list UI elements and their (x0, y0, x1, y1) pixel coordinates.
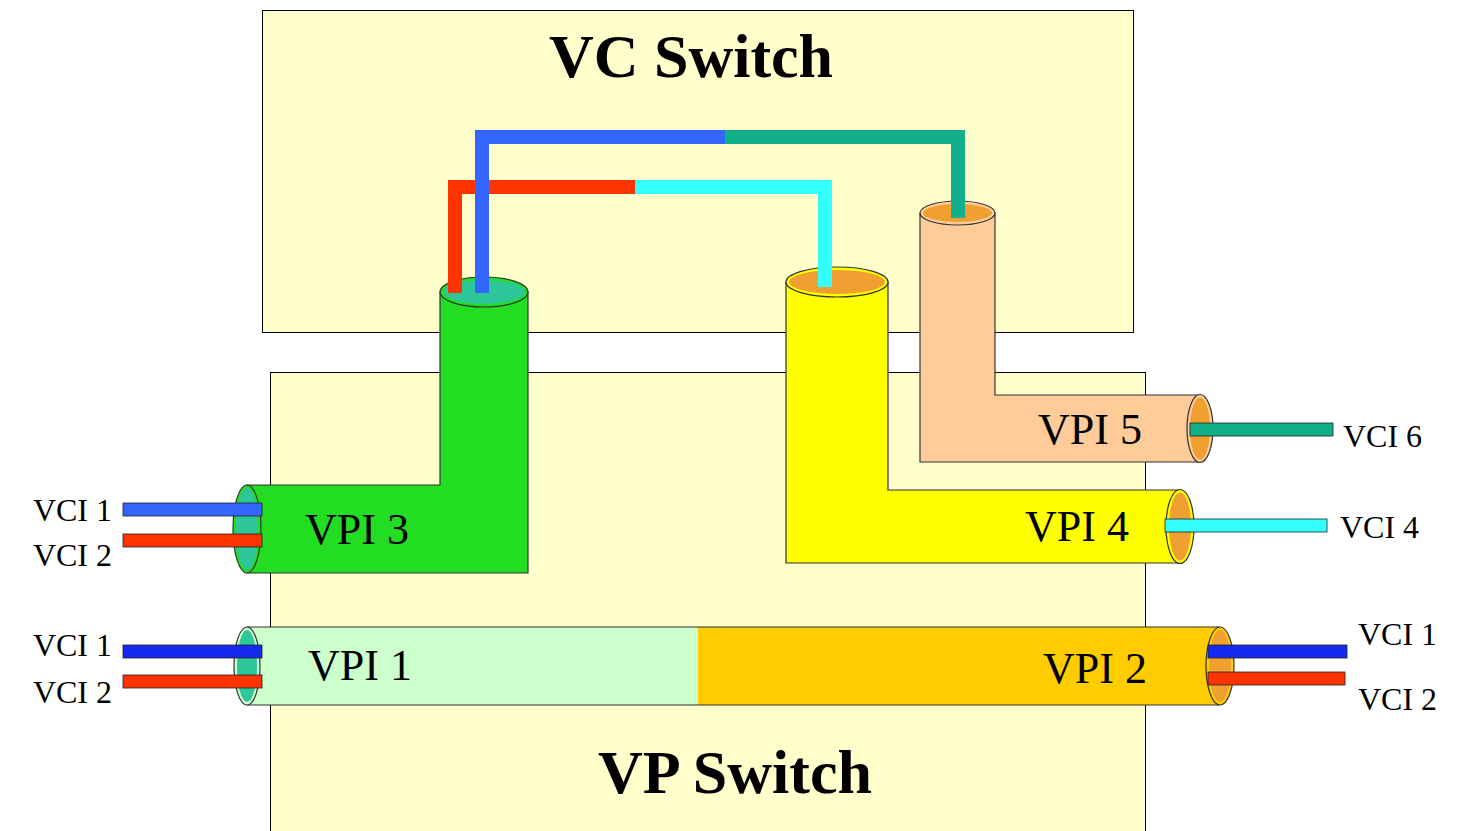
tube-opening (1169, 493, 1191, 561)
virtual-path-tube: VPI 5 (918, 199, 1215, 465)
vc-switch-box: VC Switch (262, 10, 1134, 333)
tube-edge (698, 704, 1220, 705)
vci-label: VCI 2 (1358, 681, 1437, 718)
vc-stub (1208, 645, 1347, 658)
tube-opening (1190, 398, 1210, 460)
tube-body (786, 282, 1180, 563)
tube-rim (1166, 490, 1194, 564)
vci-label: VCI 2 (33, 537, 112, 574)
channel-segment (482, 137, 725, 293)
vc-stub (123, 675, 262, 688)
vpi-label: VPI 1 (308, 641, 412, 692)
vci-label: VCI 4 (1340, 509, 1419, 546)
vc-stub (123, 534, 262, 547)
vc-stub (1190, 423, 1333, 436)
virtual-path-tube: VPI 3 (231, 275, 530, 575)
tube-rim (786, 267, 888, 297)
virtual-channel-link (455, 187, 825, 293)
vci-label: VCI 1 (33, 627, 112, 664)
vc-stub (123, 503, 262, 516)
tube-opening (237, 630, 257, 702)
tube-body (698, 627, 1220, 705)
tube-rim (920, 201, 995, 225)
vci-label: VCI 2 (33, 674, 112, 711)
virtual-path-tube: VPI 1 (232, 625, 700, 707)
tube-opening (236, 488, 258, 570)
vci-label: VCI 1 (33, 492, 112, 529)
tube-outline (232, 625, 700, 707)
tube-opening (1209, 630, 1231, 702)
tube-outline (696, 625, 1236, 707)
vc-stub (1165, 519, 1327, 532)
vci-label: VCI 1 (1358, 616, 1437, 653)
tube-edge (247, 626, 698, 627)
tube-rim (1187, 395, 1213, 463)
tube-rim (1206, 627, 1234, 705)
switch-title: VP Switch (598, 737, 872, 808)
vpi-label: VPI 2 (1043, 644, 1147, 695)
tube-opening (443, 280, 525, 304)
vci-label: VCI 6 (1343, 418, 1422, 455)
channel-segment (635, 187, 825, 287)
tube-edge (698, 626, 1220, 627)
vpi-label: VPI 4 (1025, 502, 1129, 553)
virtual-channel-link (482, 137, 958, 293)
tube-rim (440, 277, 528, 307)
vpi-label: VPI 5 (1038, 405, 1142, 456)
tube-opening (923, 204, 992, 222)
channel-segment (455, 187, 635, 293)
tube-rim (234, 627, 260, 705)
channel-segment (725, 137, 958, 218)
vpi-label: VPI 3 (305, 505, 409, 556)
tube-body (247, 627, 698, 705)
tube-edge (247, 704, 698, 705)
switch-title: VC Switch (549, 21, 833, 92)
virtual-path-tube: VPI 2 (696, 625, 1236, 707)
vc-stub (1208, 672, 1345, 685)
tube-body (920, 213, 1200, 462)
tube-body (247, 292, 528, 573)
vc-stub (123, 645, 262, 658)
tube-opening (789, 270, 885, 294)
tube-rim (233, 485, 261, 573)
